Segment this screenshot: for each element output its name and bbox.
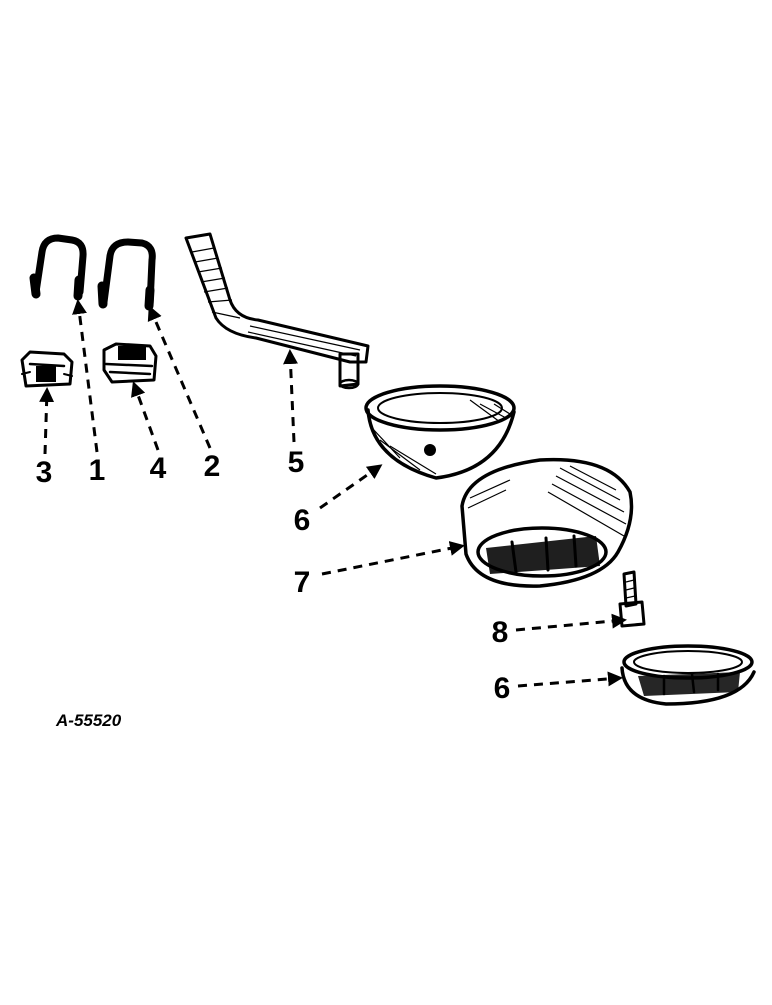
part-wheel-half-upper [364, 384, 516, 480]
callout-1: 1 [89, 454, 106, 487]
leader-lines [39, 299, 627, 688]
leader-6-lower [517, 671, 623, 688]
part-caster-arm [184, 232, 370, 390]
callout-4: 4 [150, 452, 167, 485]
part-clamp-plate-small [20, 350, 74, 388]
diagram-code: A-55520 [55, 711, 122, 730]
part-u-bolt-large [97, 238, 156, 311]
leader-7 [321, 540, 465, 576]
leader-8 [515, 613, 627, 632]
callout-6-lower: 6 [494, 672, 511, 705]
callout-8: 8 [492, 616, 509, 649]
leader-6-upper [319, 464, 383, 510]
part-axle-bolt [618, 570, 646, 628]
callout-5: 5 [288, 446, 305, 479]
callout-7: 7 [294, 566, 311, 599]
callout-labels: 1 2 3 4 5 6 7 8 6 [36, 446, 511, 705]
leader-1 [72, 299, 99, 453]
leader-5 [283, 349, 299, 443]
part-u-bolt-small [29, 234, 87, 301]
callout-6-upper: 6 [294, 504, 311, 537]
part-tire [460, 457, 634, 588]
callout-2: 2 [204, 450, 221, 483]
part-wheel-half-lower [620, 644, 756, 706]
callout-3: 3 [36, 456, 53, 489]
part-clamp-plate-large [102, 342, 158, 384]
leader-3 [39, 387, 55, 455]
leader-2 [147, 305, 212, 449]
leader-4 [131, 381, 160, 451]
